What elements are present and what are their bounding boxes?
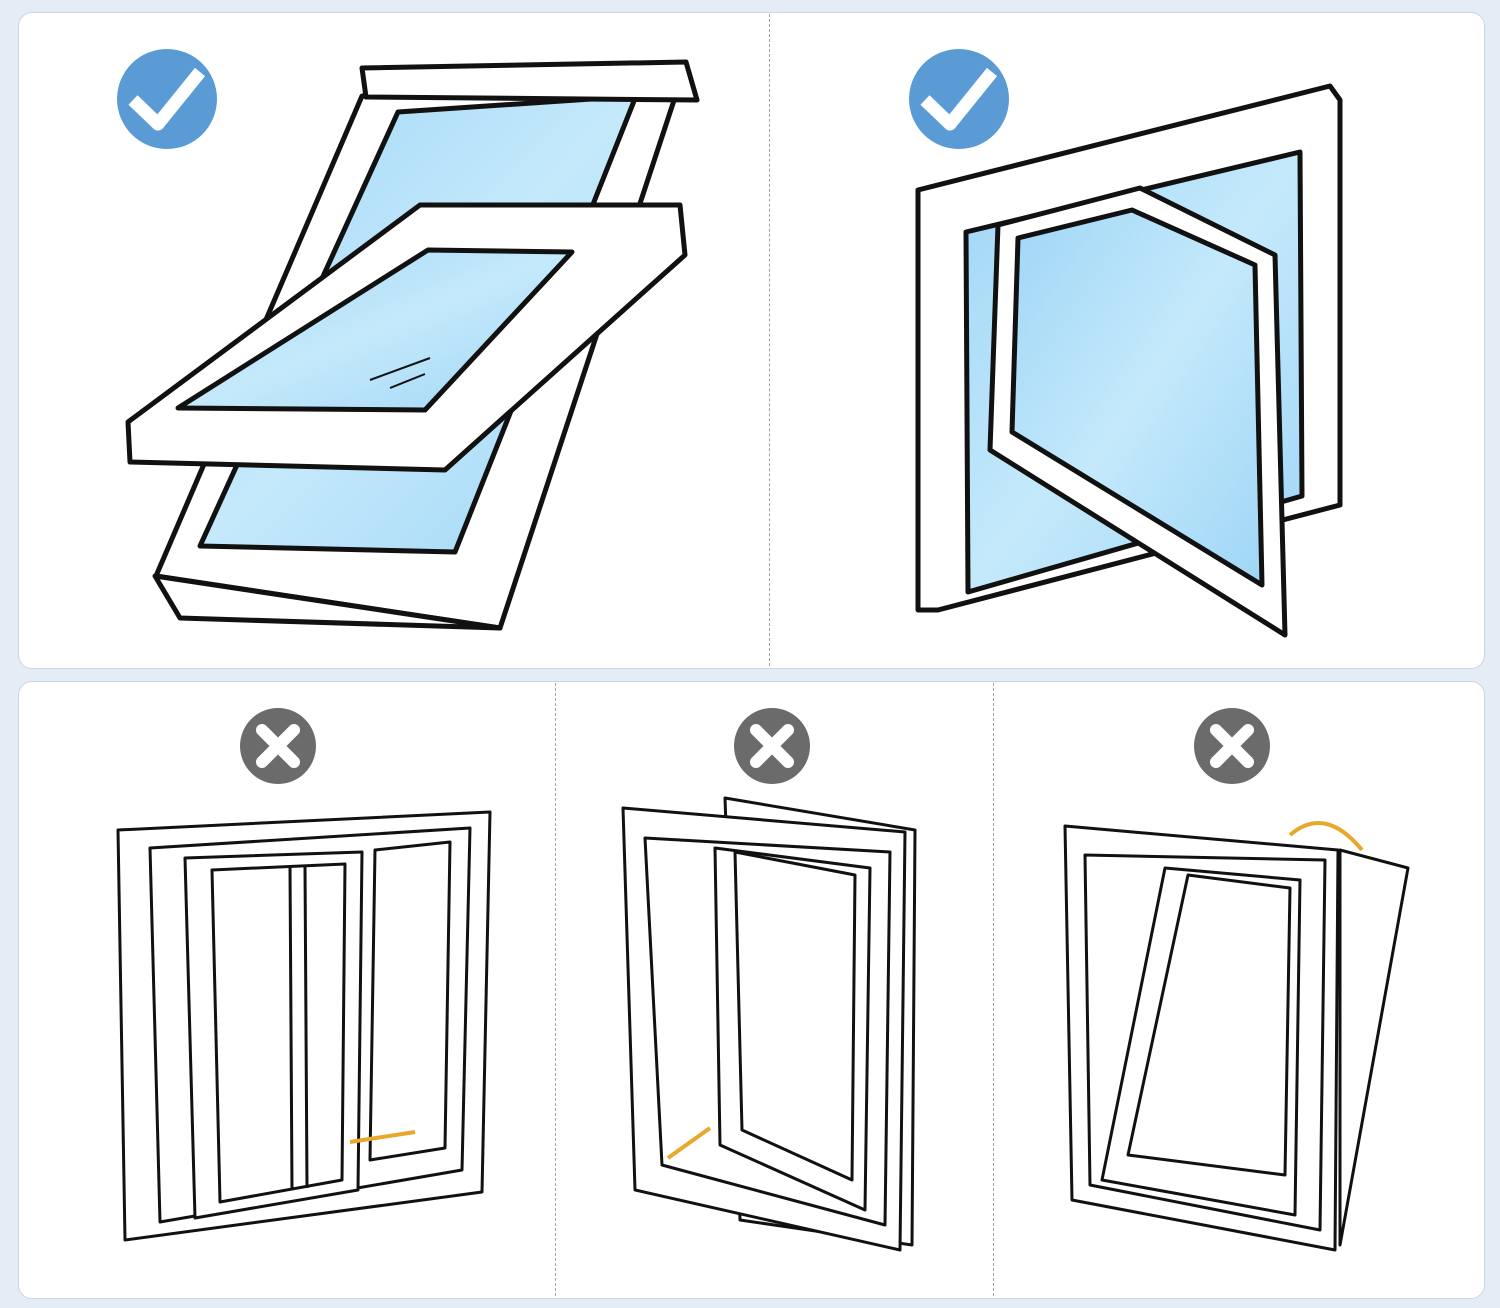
cross-icon [734, 708, 810, 784]
check-icon [909, 49, 1009, 149]
check-icon [117, 49, 217, 149]
tilt-window [1063, 821, 1410, 1252]
top-divider [769, 14, 770, 666]
bottom-divider-1 [555, 683, 556, 1296]
bottom-divider-2 [993, 683, 994, 1296]
casement-window [915, 83, 1343, 638]
side-hung-window [621, 796, 917, 1252]
cross-icon [240, 708, 316, 784]
skylight-window [125, 59, 700, 631]
sliding-window [116, 810, 492, 1242]
tilt-arrow-icon [1288, 821, 1364, 852]
swing-arrow-icon [666, 1126, 712, 1160]
cross-icon [1194, 708, 1270, 784]
slide-arrow-icon [349, 1130, 416, 1144]
